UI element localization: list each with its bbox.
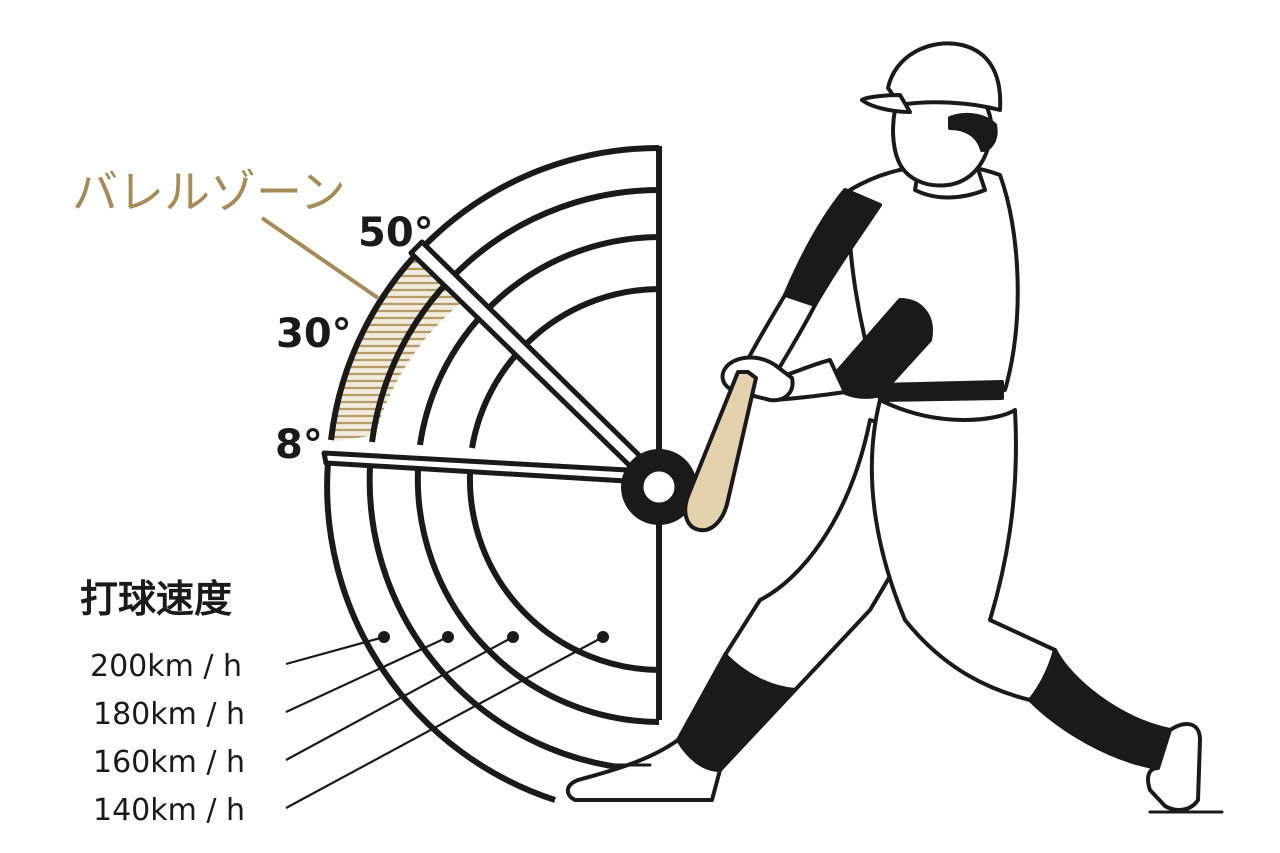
arc-200-upper bbox=[328, 145, 660, 441]
arc-200-lower bbox=[324, 461, 556, 803]
speed-arcs-lower bbox=[324, 461, 660, 803]
angle-label-50: 50° bbox=[358, 210, 434, 256]
arc-160-lower bbox=[414, 469, 660, 725]
cap-brim bbox=[860, 93, 912, 114]
barrel-zone-label: バレルゾーン bbox=[72, 165, 346, 219]
bat bbox=[683, 370, 758, 533]
cap bbox=[886, 41, 1003, 112]
front-leg bbox=[869, 398, 1057, 702]
front-sock bbox=[1028, 648, 1172, 770]
speed-label-180: 180km / h bbox=[93, 697, 245, 732]
hub-inner bbox=[640, 468, 678, 506]
hair bbox=[948, 112, 998, 152]
speed-leaders bbox=[285, 635, 604, 809]
arc-180-upper bbox=[369, 187, 660, 443]
arc-180-lower bbox=[366, 465, 660, 773]
angle-label-30: 30° bbox=[276, 311, 352, 357]
speed-title: 打球速度 bbox=[80, 577, 232, 621]
speed-label-140: 140km / h bbox=[93, 793, 245, 828]
speed-angle-chart: バレルゾーン 50° 30° 8° 打球速度 200km / h 180km /… bbox=[72, 145, 697, 828]
back-shoe bbox=[565, 738, 722, 802]
speed-label-200: 200km / h bbox=[90, 649, 242, 684]
belt bbox=[876, 380, 1004, 402]
batter-illustration bbox=[565, 41, 1224, 814]
angle-label-8: 8° bbox=[275, 422, 323, 468]
front-shoe bbox=[1146, 722, 1202, 812]
speed-label-160: 160km / h bbox=[93, 745, 245, 780]
barrel-zone-leader bbox=[260, 216, 380, 300]
arc-140-upper bbox=[469, 286, 660, 449]
arc-160-upper bbox=[417, 234, 660, 446]
speed-arcs-upper bbox=[328, 145, 660, 449]
arc-140-lower bbox=[466, 473, 660, 673]
